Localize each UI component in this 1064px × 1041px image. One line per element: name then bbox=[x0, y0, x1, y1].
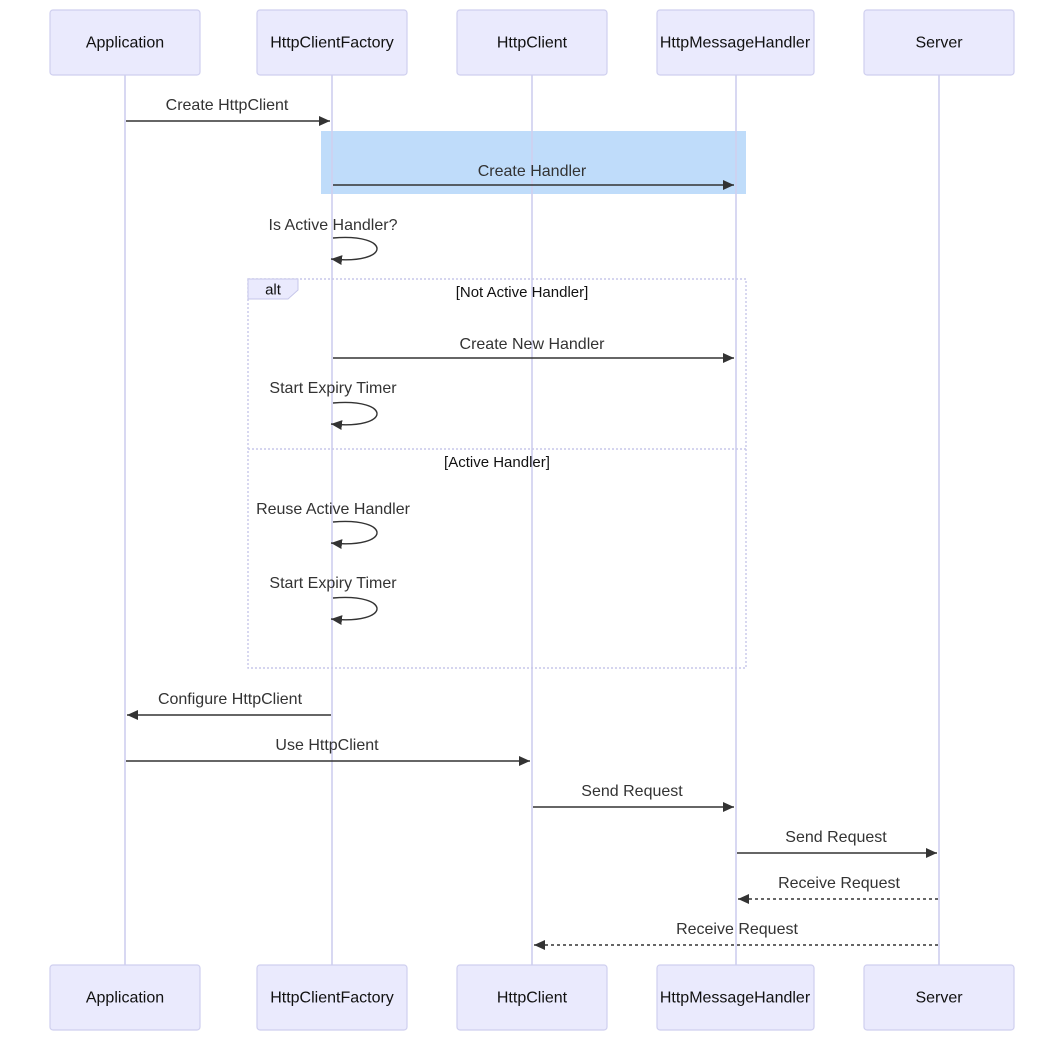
actor-label: HttpMessageHandler bbox=[660, 990, 811, 1007]
actor-label: HttpClientFactory bbox=[270, 35, 394, 52]
message-label: Create New Handler bbox=[460, 336, 606, 353]
highlight-region bbox=[321, 131, 746, 194]
message-receive-request-handler: Receive Request bbox=[738, 875, 938, 904]
actor-server: Server bbox=[863, 9, 1015, 76]
message-is-active-handler: Is Active Handler? bbox=[269, 217, 398, 266]
message-start-expiry-timer-1: Start Expiry Timer bbox=[269, 380, 397, 431]
message-label: Reuse Active Handler bbox=[256, 501, 411, 518]
message-label: Start Expiry Timer bbox=[269, 575, 397, 592]
actor-httpclientfactory: HttpClientFactory bbox=[256, 9, 408, 76]
actor-label: Server bbox=[915, 990, 963, 1007]
lifelines bbox=[124, 75, 940, 965]
actors-top: Application HttpClientFactory HttpClient… bbox=[49, 9, 1015, 76]
message-label: Is Active Handler? bbox=[269, 217, 398, 234]
messages: Create HttpClient Create Handler Is Acti… bbox=[126, 97, 938, 950]
actor-label: HttpMessageHandler bbox=[660, 35, 811, 52]
actor-httpclient: HttpClient bbox=[456, 9, 608, 76]
actor-httpmessagehandler-bottom: HttpMessageHandler bbox=[656, 964, 815, 1031]
actor-label: HttpClient bbox=[497, 990, 568, 1007]
message-create-new-handler: Create New Handler bbox=[333, 336, 734, 363]
alt-condition-2: [Active Handler] bbox=[444, 454, 550, 471]
message-label: Start Expiry Timer bbox=[269, 380, 397, 397]
message-configure-httpclient: Configure HttpClient bbox=[127, 691, 331, 720]
actor-httpmessagehandler: HttpMessageHandler bbox=[656, 9, 815, 76]
message-receive-request-client: Receive Request bbox=[534, 921, 938, 950]
alt-frame-tab bbox=[247, 278, 299, 300]
alt-frame: alt [Not Active Handler] [Active Handler… bbox=[247, 278, 747, 669]
message-label: Create Handler bbox=[478, 163, 587, 180]
message-reuse-active-handler: Reuse Active Handler bbox=[256, 501, 411, 550]
message-create-handler: Create Handler bbox=[333, 163, 734, 190]
actors-bottom: Application HttpClientFactory HttpClient… bbox=[49, 964, 1015, 1031]
message-label: Send Request bbox=[581, 783, 683, 800]
message-label: Create HttpClient bbox=[166, 97, 289, 114]
message-label: Send Request bbox=[785, 829, 887, 846]
message-create-httpclient: Create HttpClient bbox=[126, 97, 330, 126]
alt-frame-kind: alt bbox=[265, 282, 282, 299]
message-label: Receive Request bbox=[778, 875, 900, 892]
message-send-request-client: Send Request bbox=[533, 783, 734, 812]
actor-label: Application bbox=[86, 990, 164, 1007]
actor-label: HttpClientFactory bbox=[270, 990, 394, 1007]
message-label: Receive Request bbox=[676, 921, 798, 938]
actor-label: HttpClient bbox=[497, 35, 568, 52]
actor-label: Application bbox=[86, 35, 164, 52]
actor-httpclient-bottom: HttpClient bbox=[456, 964, 608, 1031]
message-use-httpclient: Use HttpClient bbox=[126, 737, 530, 766]
actor-server-bottom: Server bbox=[863, 964, 1015, 1031]
message-label: Configure HttpClient bbox=[158, 691, 303, 708]
message-start-expiry-timer-2: Start Expiry Timer bbox=[269, 575, 397, 626]
actor-label: Server bbox=[915, 35, 963, 52]
message-send-request-handler: Send Request bbox=[737, 829, 937, 858]
alt-condition-1: [Not Active Handler] bbox=[456, 284, 589, 301]
message-label: Use HttpClient bbox=[275, 737, 379, 754]
actor-application: Application bbox=[49, 9, 201, 76]
actor-application-bottom: Application bbox=[49, 964, 201, 1031]
actor-httpclientfactory-bottom: HttpClientFactory bbox=[256, 964, 408, 1031]
